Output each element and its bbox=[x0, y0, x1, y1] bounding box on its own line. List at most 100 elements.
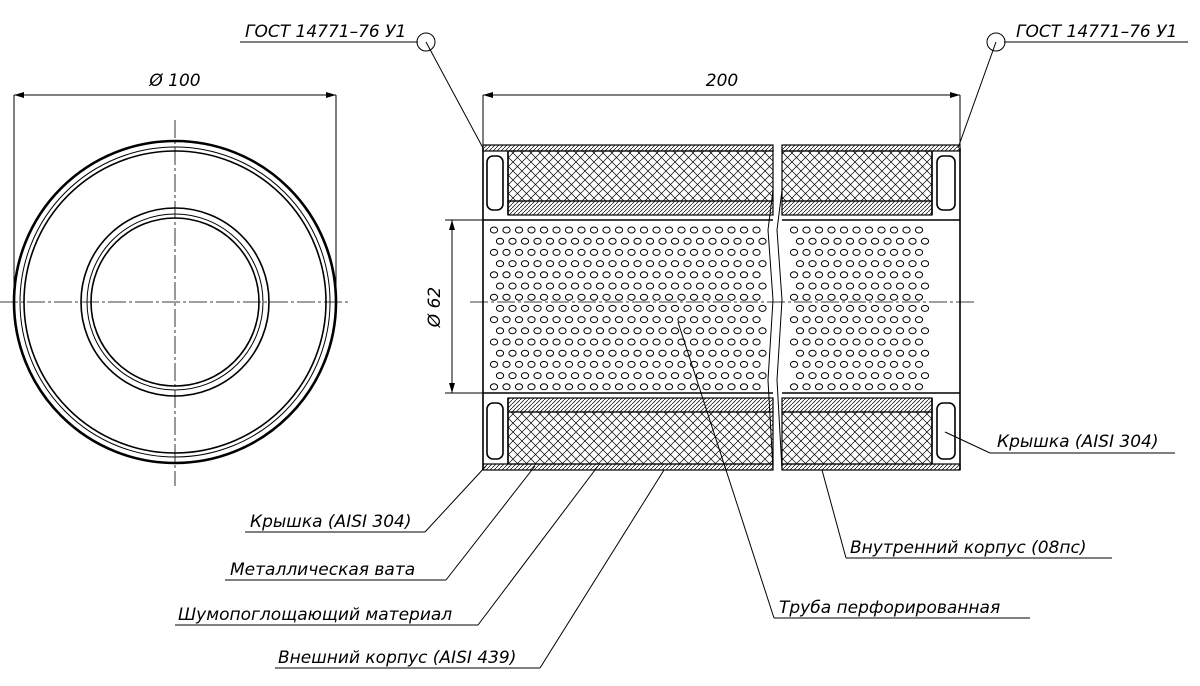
perforation-hole bbox=[664, 383, 674, 391]
perforation-hole bbox=[864, 248, 874, 256]
perforation-hole bbox=[670, 349, 680, 357]
perforation-hole bbox=[539, 338, 549, 346]
perforation-hole bbox=[508, 349, 517, 357]
perforation-hole bbox=[558, 260, 567, 268]
perforation-hole bbox=[608, 237, 617, 245]
perforation-hole bbox=[652, 338, 661, 346]
perforation-hole bbox=[727, 383, 736, 391]
perforation-hole bbox=[852, 226, 861, 234]
perforation-hole bbox=[908, 349, 917, 357]
perforation-hole bbox=[877, 316, 886, 324]
perforation-hole bbox=[677, 316, 686, 324]
cap-right-label: Крышка (AISI 304) bbox=[997, 432, 1159, 452]
perforation-hole bbox=[527, 293, 536, 301]
perforation-hole bbox=[520, 260, 530, 268]
perforation-hole bbox=[720, 237, 730, 245]
perforation-hole bbox=[652, 293, 661, 301]
perforation-hole bbox=[708, 237, 717, 245]
perforation-hole bbox=[508, 327, 517, 335]
perforation-hole bbox=[864, 316, 874, 324]
perforation-hole bbox=[595, 260, 605, 268]
perforation-hole bbox=[620, 327, 630, 335]
perforation-hole bbox=[827, 271, 836, 279]
perforation-hole bbox=[877, 383, 886, 391]
perforation-hole bbox=[570, 304, 580, 312]
perforation-hole bbox=[727, 226, 736, 234]
gost-right-text: ГОСТ 14771–76 У1 bbox=[1016, 22, 1177, 42]
perforation-hole bbox=[802, 360, 811, 368]
perforation-hole bbox=[808, 260, 817, 268]
perforation-hole bbox=[514, 338, 524, 346]
perforation-hole bbox=[689, 271, 699, 279]
perforation-hole bbox=[714, 360, 724, 368]
perforation-hole bbox=[627, 338, 636, 346]
perforation-hole bbox=[520, 282, 530, 290]
perforation-hole bbox=[870, 282, 880, 290]
perforation-hole bbox=[627, 383, 636, 391]
perforation-hole bbox=[845, 282, 855, 290]
perforation-hole bbox=[564, 271, 574, 279]
perforation-hole bbox=[514, 360, 524, 368]
perforation-hole bbox=[864, 383, 874, 391]
perforation-hole bbox=[877, 248, 886, 256]
end-view bbox=[0, 120, 350, 486]
perforation-hole bbox=[714, 226, 724, 234]
perforation-hole bbox=[583, 282, 592, 290]
perforation-hole bbox=[689, 338, 699, 346]
perforation-hole bbox=[583, 260, 592, 268]
perforation-hole bbox=[695, 304, 705, 312]
perforation-hole bbox=[514, 293, 524, 301]
perforation-hole bbox=[502, 271, 511, 279]
perforation-hole bbox=[845, 372, 855, 380]
perforation-hole bbox=[739, 360, 749, 368]
leader-cap-left: Крышка (AISI 304) bbox=[245, 465, 487, 533]
perforation-hole bbox=[708, 372, 717, 380]
perforation-hole bbox=[752, 248, 761, 256]
perforation-hole bbox=[633, 260, 642, 268]
perforation-hole bbox=[620, 304, 630, 312]
perforation-hole bbox=[708, 282, 717, 290]
perforation-hole bbox=[570, 260, 580, 268]
perforation-hole bbox=[514, 248, 524, 256]
perforation-hole bbox=[677, 338, 686, 346]
perforation-hole bbox=[902, 316, 911, 324]
perforation-hole bbox=[570, 237, 580, 245]
perforation-hole bbox=[789, 271, 799, 279]
perforation-hole bbox=[577, 226, 586, 234]
perforation-hole bbox=[545, 304, 555, 312]
perforation-hole bbox=[558, 304, 567, 312]
perforation-hole bbox=[495, 304, 505, 312]
perforation-hole bbox=[914, 360, 924, 368]
perforation-hole bbox=[745, 282, 755, 290]
perforation-hole bbox=[577, 316, 586, 324]
perforation-hole bbox=[889, 383, 899, 391]
perforation-hole bbox=[814, 293, 824, 301]
perforation-hole bbox=[702, 248, 711, 256]
perforation-hole bbox=[539, 248, 549, 256]
cap-left-label: Крышка (AISI 304) bbox=[250, 512, 412, 532]
perforation-hole bbox=[639, 271, 649, 279]
perforation-hole bbox=[752, 271, 761, 279]
perforation-hole bbox=[827, 316, 836, 324]
perforation-hole bbox=[733, 282, 742, 290]
perforation-hole bbox=[695, 282, 705, 290]
perforation-hole bbox=[808, 282, 817, 290]
perforation-hole bbox=[708, 327, 717, 335]
perforation-hole bbox=[527, 226, 536, 234]
perforation-hole bbox=[714, 293, 724, 301]
perforation-hole bbox=[614, 360, 624, 368]
perforation-hole bbox=[864, 338, 874, 346]
perforation-hole bbox=[889, 360, 899, 368]
perforation-hole bbox=[827, 248, 836, 256]
perforation-hole bbox=[602, 360, 611, 368]
perforation-hole bbox=[920, 327, 930, 335]
perforation-hole bbox=[708, 260, 717, 268]
perforation-hole bbox=[539, 271, 549, 279]
perforation-hole bbox=[670, 282, 680, 290]
perforation-hole bbox=[583, 327, 592, 335]
perforation-hole bbox=[533, 282, 542, 290]
perforation-hole bbox=[733, 349, 742, 357]
perforation-hole bbox=[714, 338, 724, 346]
perforation-hole bbox=[639, 248, 649, 256]
perforation-hole bbox=[889, 248, 899, 256]
